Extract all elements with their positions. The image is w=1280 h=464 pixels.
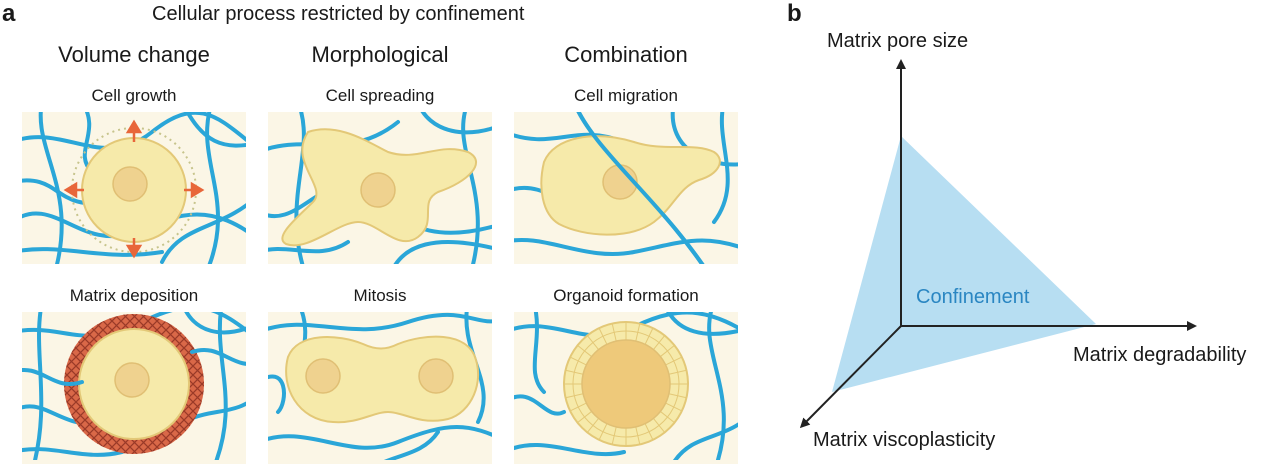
organoid-lumen (581, 339, 671, 429)
tile-cell-migration (514, 112, 738, 264)
dividing-cell-body (285, 335, 480, 424)
caption-mitosis: Mitosis (353, 286, 407, 305)
panel-a-letter: a (2, 0, 16, 27)
caption-matrix-deposition: Matrix deposition (69, 286, 199, 305)
daughter-nucleus-left (305, 358, 341, 394)
panel-b-letter: b (787, 0, 802, 27)
growth-arrows (63, 119, 205, 259)
cell-nucleus (112, 166, 148, 202)
tile-cell-growth (22, 112, 246, 264)
column-heading-volume-change: Volume change (58, 42, 210, 67)
column-heading-morphological: Morphological (311, 42, 449, 67)
cell-nucleus (360, 172, 396, 208)
panel-a-title: Cellular process restricted by confineme… (152, 3, 525, 25)
daughter-nucleus-right (418, 358, 454, 394)
fiber-network-front (22, 112, 246, 257)
axis-label-pore-size: Matrix pore size (827, 30, 969, 52)
confinement-label: Confinement (916, 286, 1030, 308)
tile-matrix-deposition (22, 312, 246, 464)
column-heading-combination: Combination (564, 42, 688, 67)
tile-organoid-formation (514, 312, 738, 464)
axis-label-degradability: Matrix degradability (1073, 344, 1247, 366)
confinement-3d-axes (799, 59, 1197, 429)
organoid-cells (564, 322, 688, 446)
axis-depth (799, 325, 902, 429)
caption-organoid-formation: Organoid formation (553, 286, 699, 305)
caption-cell-growth: Cell growth (91, 86, 177, 105)
caption-cell-migration: Cell migration (574, 86, 678, 105)
axis-label-viscoplasticity: Matrix viscoplasticity (813, 429, 996, 451)
confinement-region (832, 136, 1096, 392)
caption-cell-spreading: Cell spreading (325, 86, 435, 105)
tile-cell-spreading (268, 112, 492, 264)
cell-nucleus (114, 362, 150, 398)
tile-mitosis (268, 312, 492, 464)
